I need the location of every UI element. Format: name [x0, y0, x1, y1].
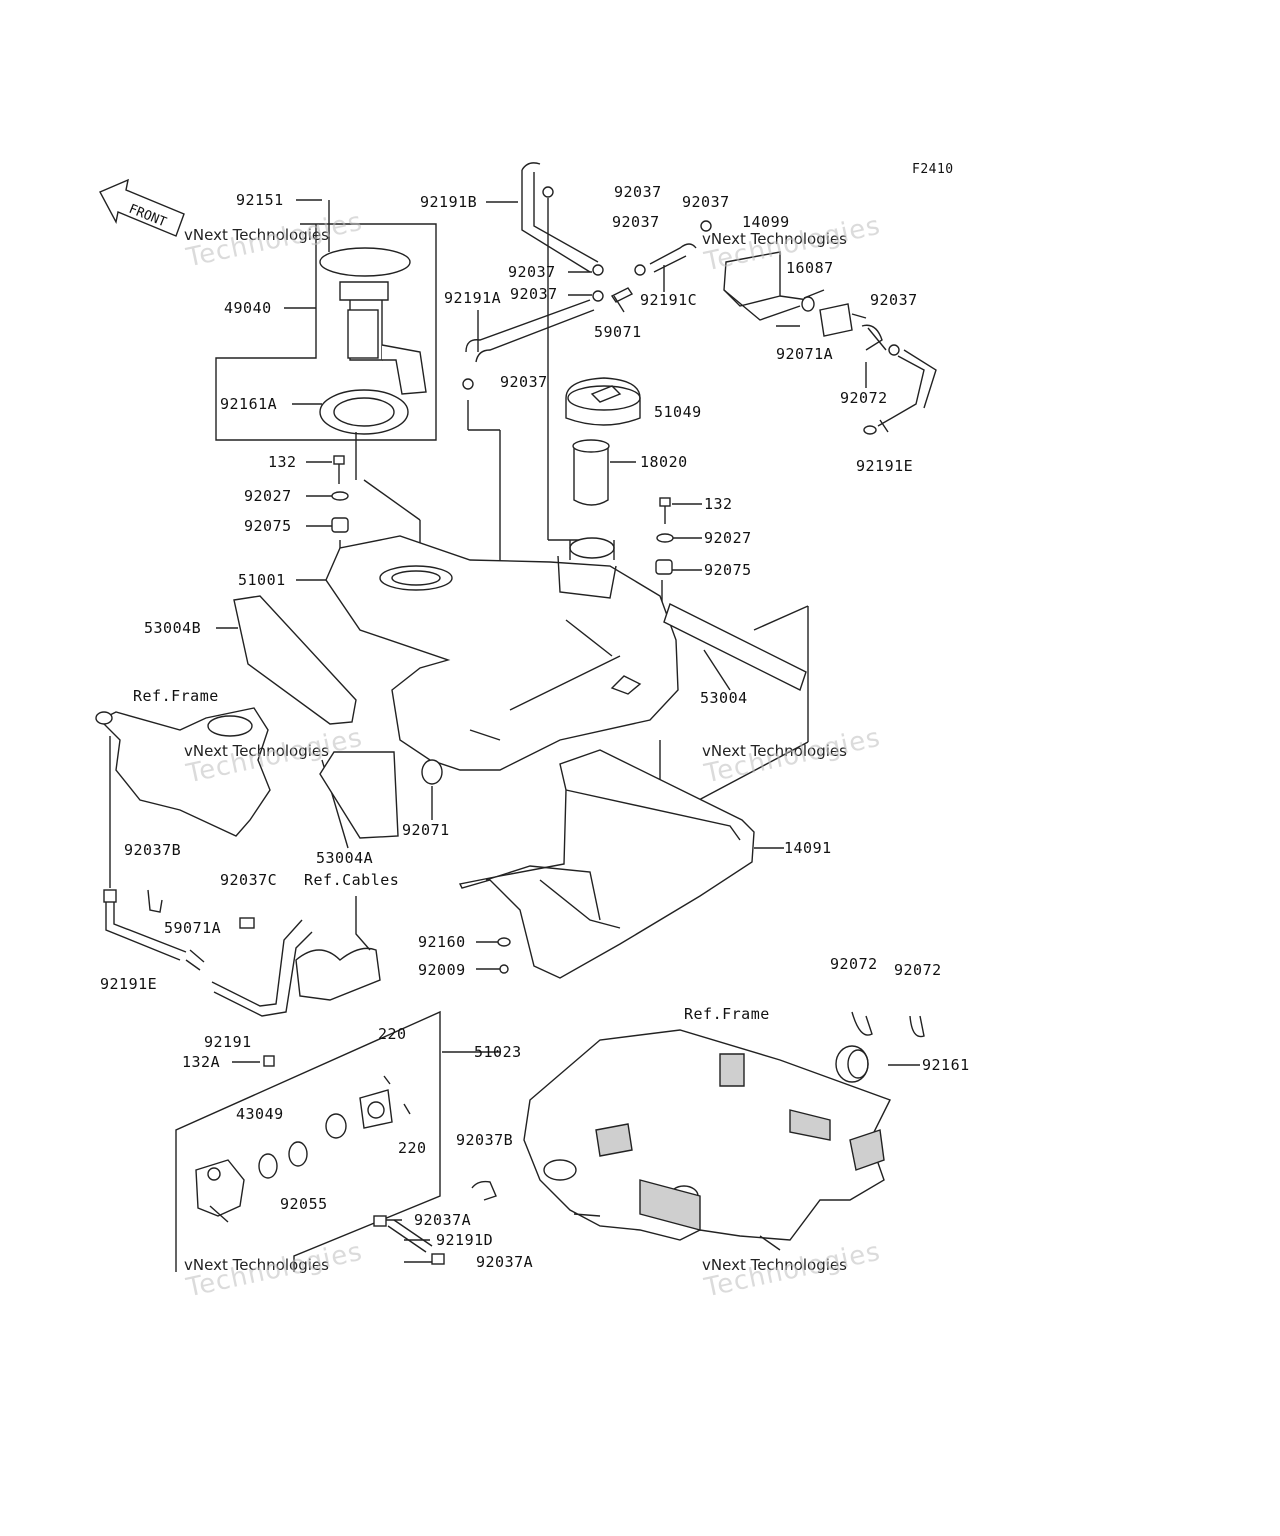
- part-label-92072: 92072: [830, 955, 878, 973]
- part-label-18020: 18020: [640, 453, 688, 471]
- part-label-92027: 92027: [704, 529, 752, 547]
- part-label-53004A: 53004A: [316, 849, 374, 867]
- part-label-92037A: 92037A: [414, 1211, 472, 1229]
- part-label-92191B: 92191B: [420, 193, 478, 211]
- part-label-132: 132: [268, 453, 297, 471]
- bolts-washers: [331, 455, 674, 974]
- fuel-strainer: [572, 439, 610, 506]
- ref-frame-label: Ref.Frame: [684, 1005, 770, 1023]
- clamps: [462, 186, 900, 390]
- part-label-92037: 92037: [612, 213, 660, 231]
- part-label-92191E: 92191E: [856, 457, 914, 475]
- ref-frame-right: [523, 1029, 891, 1251]
- part-label-92161: 92161: [922, 1056, 970, 1074]
- part-label-92037: 92037: [508, 263, 556, 281]
- pad-53004A: [319, 751, 399, 839]
- fuel-pump-group: [215, 200, 437, 441]
- ref-frame-left: [95, 707, 271, 888]
- part-label-59071A: 59071A: [164, 919, 222, 937]
- fuel-filter: [801, 296, 883, 351]
- hose-92191E-top: [863, 349, 937, 435]
- part-label-16087: 16087: [786, 259, 834, 277]
- part-label-51023: 51023: [474, 1043, 522, 1061]
- part-label-53004B: 53004B: [144, 619, 202, 637]
- front-arrow-icon: FRONT: [99, 178, 185, 237]
- petcock-group: [175, 1010, 497, 1272]
- part-label-92160: 92160: [418, 933, 466, 951]
- hose-92191C: [649, 243, 697, 273]
- part-label-92037: 92037: [682, 193, 730, 211]
- part-label-92151: 92151: [236, 191, 284, 209]
- part-label-92037C: 92037C: [220, 871, 278, 889]
- hose-92191B: [521, 162, 599, 273]
- ref-cables: [295, 896, 381, 1001]
- part-label-49040: 49040: [224, 299, 272, 317]
- part-label-220: 220: [398, 1139, 427, 1157]
- pad-53004: [663, 603, 807, 691]
- tank-tray: [458, 749, 755, 979]
- part-label-92037: 92037: [614, 183, 662, 201]
- fuel-tank: [325, 535, 679, 771]
- part-label-92071A: 92071A: [776, 345, 834, 363]
- part-label-92037B: 92037B: [456, 1131, 514, 1149]
- part-label-59071: 59071: [594, 323, 642, 341]
- hose-92191A: [465, 299, 595, 363]
- part-label-14091: 14091: [784, 839, 832, 857]
- pad-53004B: [233, 595, 357, 725]
- part-label-53004: 53004: [700, 689, 748, 707]
- part-label-51001: 51001: [238, 571, 286, 589]
- part-label-92055: 92055: [280, 1195, 328, 1213]
- part-label-92075: 92075: [244, 517, 292, 535]
- part-label-51049: 51049: [654, 403, 702, 421]
- part-label-92191E: 92191E: [100, 975, 158, 993]
- part-label-92009: 92009: [418, 961, 466, 979]
- part-label-92071: 92071: [402, 821, 450, 839]
- part-label-92037A: 92037A: [476, 1253, 534, 1271]
- part-label-92072: 92072: [840, 389, 888, 407]
- part-label-92037: 92037: [510, 285, 558, 303]
- part-label-92075: 92075: [704, 561, 752, 579]
- left-hoses: [103, 889, 313, 1017]
- part-label-92161A: 92161A: [220, 395, 278, 413]
- part-label-132A: 132A: [182, 1053, 221, 1071]
- part-label-92037B: 92037B: [124, 841, 182, 859]
- ref-cables-label: Ref.Cables: [304, 871, 400, 889]
- part-label-92072: 92072: [894, 961, 942, 979]
- part-label-92027: 92027: [244, 487, 292, 505]
- part-label-92191D: 92191D: [436, 1231, 494, 1249]
- part-label-43049: 43049: [236, 1105, 284, 1123]
- fuel-cap: [565, 377, 641, 426]
- figure-code: F2410: [912, 162, 954, 177]
- part-label-92191C: 92191C: [640, 291, 698, 309]
- part-label-92037: 92037: [500, 373, 548, 391]
- part-label-92191: 92191: [204, 1033, 252, 1051]
- ref-frame-label: Ref.Frame: [133, 687, 219, 705]
- part-label-132: 132: [704, 495, 733, 513]
- part-label-14099: 14099: [742, 213, 790, 231]
- part-label-92191A: 92191A: [444, 289, 502, 307]
- grommet-92161: [835, 1011, 925, 1083]
- part-label-220: 220: [378, 1025, 407, 1043]
- part-label-92037: 92037: [870, 291, 918, 309]
